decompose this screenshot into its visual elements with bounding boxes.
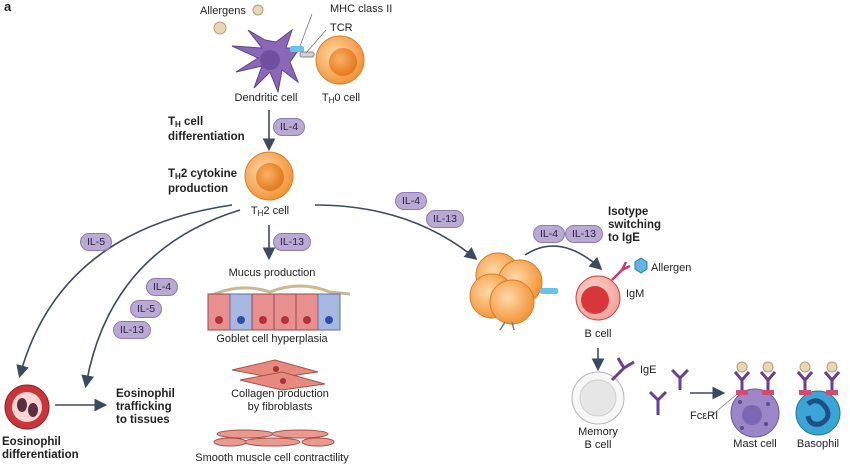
mast-cell-label: Mast cell (733, 438, 777, 450)
bcell-receptor (540, 288, 558, 294)
dendritic-cell-label: Dendritic cell (234, 92, 298, 104)
il13-pill: IL-13 (565, 225, 603, 243)
eosinophil-cell (4, 384, 50, 430)
igm-label: IgM (626, 288, 645, 300)
il4-pill: IL-4 (273, 118, 306, 136)
igm-receptor (611, 261, 631, 281)
basophil-label: Basophil (796, 438, 840, 450)
fceri-label: FcεRI (690, 410, 719, 422)
smooth-muscle-label: Smooth muscle cell contractility (195, 452, 349, 464)
arrow-il5-eosinophil (16, 204, 233, 379)
basophil-cell (795, 390, 841, 436)
th2-cell-label: TH2 cell (250, 205, 290, 218)
allergen-label: Allergen (651, 262, 692, 274)
goblet-hyperplasia-label: Goblet cell hyperplasia (216, 333, 328, 345)
il13-pill: IL-13 (113, 321, 151, 339)
arrow-trafficking (81, 209, 241, 389)
mucus-production-label: Mucus production (228, 267, 316, 279)
th2-nucleus (256, 163, 284, 191)
basophil-ige (796, 371, 841, 392)
il13-pill: IL-13 (426, 210, 464, 228)
allergen-bead (213, 21, 227, 35)
mast-cell (730, 388, 780, 438)
goblet-epithelium (207, 284, 351, 331)
il4-pill: IL-4 (395, 192, 428, 210)
fceri-receptor (736, 390, 748, 395)
il13-pill: IL-13 (273, 233, 311, 251)
ige-antibodies (610, 357, 690, 415)
panel-label: a (4, 0, 12, 14)
mhc-pointer (299, 13, 313, 47)
dendritic-cell (231, 28, 301, 94)
fceri-receptor (762, 390, 774, 395)
allergens-label: Allergens (200, 5, 246, 17)
il5-pill: IL-5 (130, 300, 163, 318)
mhc-label: MHC class II (330, 3, 393, 15)
arrow-b-cell (314, 204, 478, 261)
allergen-bead (252, 4, 264, 16)
mhc-receptor (290, 46, 304, 52)
tcr-label: TCR (330, 22, 353, 34)
il4-pill: IL-4 (533, 225, 566, 243)
th0-cell-label: TH0 cell (321, 92, 361, 105)
b-cell-label: B cell (584, 328, 612, 340)
fceri-pointer (711, 394, 737, 416)
ige-label: IgE (640, 364, 657, 376)
th0-nucleus (329, 48, 357, 76)
smooth-muscle (213, 429, 335, 447)
il5-pill: IL-5 (80, 233, 113, 251)
allergen-hexagon (634, 257, 648, 274)
arrow-isotype-switch (524, 245, 603, 271)
b-cell-nucleus (581, 286, 609, 314)
fibroblasts (231, 359, 326, 391)
il4-pill: IL-4 (146, 278, 179, 296)
tcr-receptor (299, 51, 315, 58)
tcr-pointer (305, 29, 327, 54)
t-cell-cluster (469, 252, 543, 331)
